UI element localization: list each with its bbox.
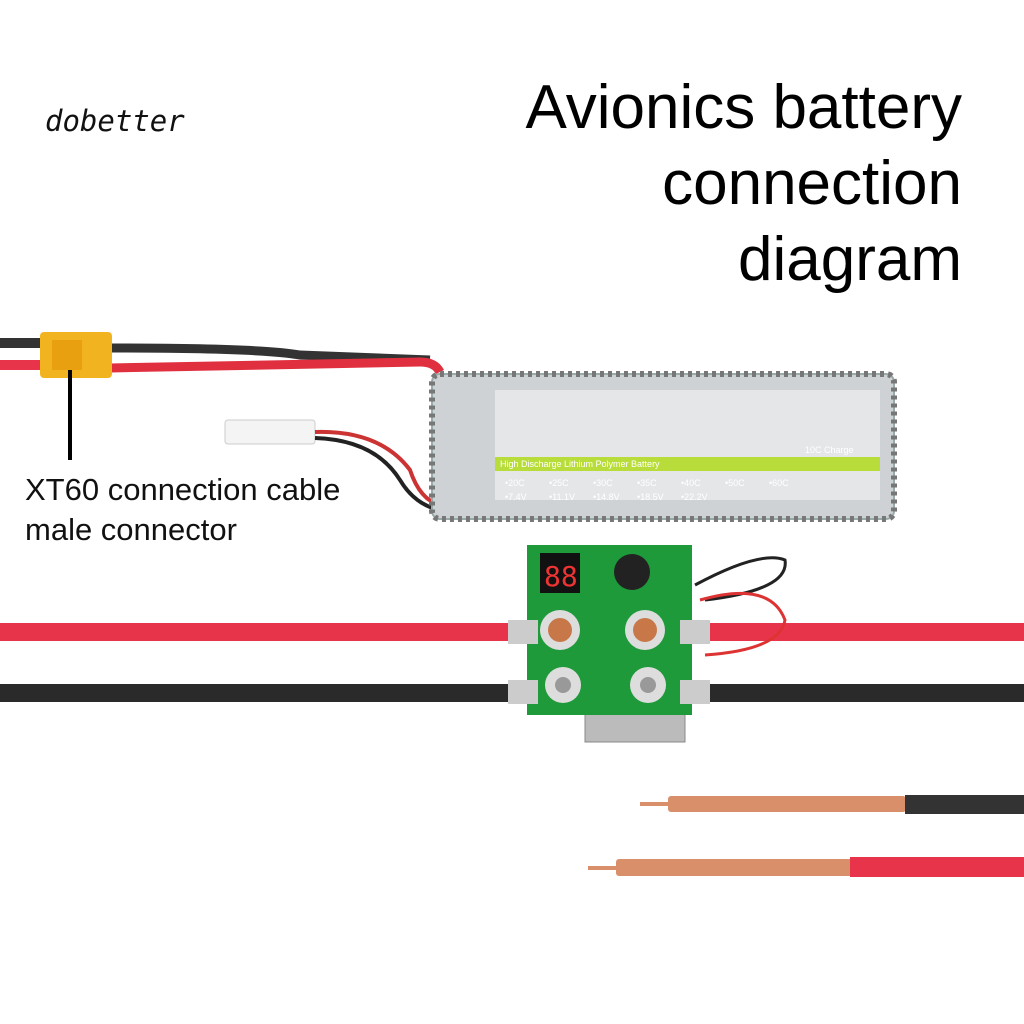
battery-label-item: •7.4V xyxy=(505,492,527,502)
spot-welder-board: 88 xyxy=(508,545,787,743)
svg-text:88: 88 xyxy=(544,560,578,593)
battery-label-item: •18.5V xyxy=(637,492,664,502)
lipo-battery: High Discharge Lithium Polymer Battery 1… xyxy=(429,371,897,522)
callout-line-text: male connector xyxy=(25,512,237,547)
battery-label-item: •22.2V xyxy=(681,492,708,502)
battery-label-item: •60C xyxy=(769,478,789,488)
welding-pen-red xyxy=(588,857,1024,877)
battery-label-item: •25C xyxy=(549,478,569,488)
battery-label-item: •30C xyxy=(593,478,613,488)
welding-pen-black xyxy=(640,795,1024,814)
xt60-callout: XT60 connection cable male connector xyxy=(25,470,340,550)
title-line: diagram xyxy=(738,225,962,294)
battery-label-item: •14.8V xyxy=(593,492,620,502)
battery-voltages: •7.4V •11.1V •14.8V •18.5V •22.2V xyxy=(505,492,708,502)
battery-label-item: •40C xyxy=(681,478,701,488)
battery-label-item: •50C xyxy=(725,478,745,488)
xt60-cable xyxy=(0,338,445,375)
title-line: Avionics battery xyxy=(525,73,962,142)
callout-line-text: XT60 connection cable xyxy=(25,472,341,507)
battery-label-item: •35C xyxy=(637,478,657,488)
brand-logo: dobetter xyxy=(45,104,185,138)
battery-c-ratings: •20C •25C •30C •35C •40C •50C •60C xyxy=(505,478,789,488)
battery-type-text: High Discharge Lithium Polymer Battery xyxy=(500,459,660,469)
title-line: connection xyxy=(662,149,962,218)
balance-connector xyxy=(224,419,441,512)
battery-label-item: •11.1V xyxy=(549,492,575,502)
battery-label-item: •20C xyxy=(505,478,525,488)
page-title: Avionics battery connection diagram xyxy=(525,70,962,298)
xt60-connector xyxy=(40,332,112,378)
battery-charge-text: 10C Charge xyxy=(805,445,854,455)
